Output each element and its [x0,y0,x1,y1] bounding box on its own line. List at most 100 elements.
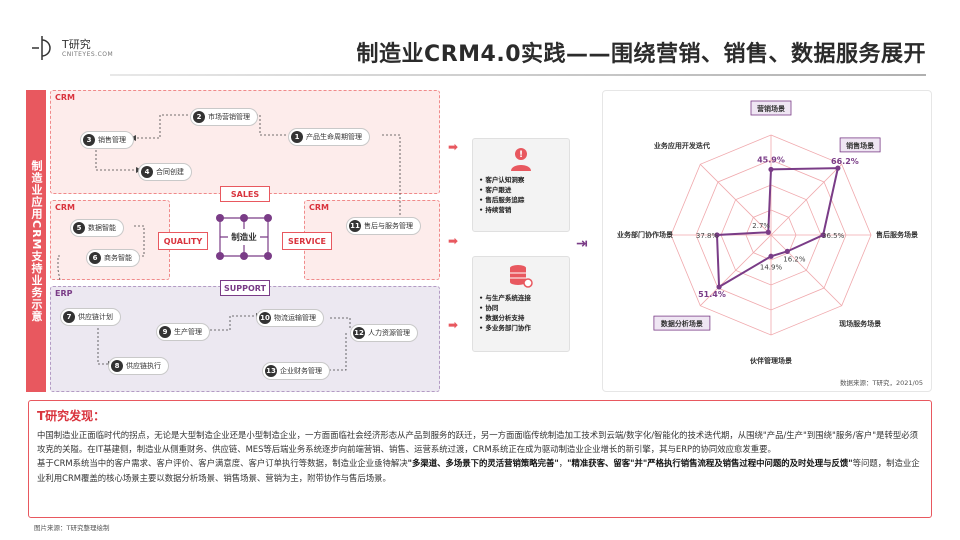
capability-item: 数据分析支持 [479,313,563,323]
node-number: 12 [353,327,365,339]
radar-value-label: 2.7% [752,222,770,230]
arrow-right-icon: ➡ [448,234,459,248]
findings-paragraph-2: 基于CRM系统当中的客户需求、客户评价、客户满意度、客户订单执行等数据，制造业企… [37,456,923,484]
radar-axis-line [700,164,772,236]
findings-box: T研究发现： 中国制造业正面临时代的拐点，无论是大型制造企业还是小型制造企业，一… [28,400,932,518]
capability-item: 协同 [479,303,563,313]
user-alert-icon: ! [511,148,531,171]
diagram-side-label: 制造业应用CRM支持业务示意 [26,90,46,392]
hub-network-icon [216,214,272,260]
hub-quality-tag: QUALITY [158,232,208,250]
brand-mark-icon [30,36,54,60]
panel-label: CRM [55,93,75,102]
radar-point [768,253,774,259]
radar-axis-label: 伙伴管理场景 [750,356,792,365]
node-business-intelligence: 6 商务智能 [86,249,140,267]
node-sales: 3 销售管理 [80,131,134,149]
radar-axis-label: 售后服务场景 [876,230,918,239]
radar-axis-label: 销售场景 [845,141,874,150]
radar-value-label: 45.9% [757,155,785,164]
node-label: 供应链执行 [126,362,161,370]
capability-item: 与生产系统连接 [479,293,563,303]
findings-text: 等问题，制造业企业利用CRM覆盖的核心场景主要以数据分析场景、销售场景、营销为主… [37,458,920,483]
brand-logo: T研究 CNITEYES.COM [30,36,113,60]
radar-axis-label: 业务应用开发迭代 [654,141,710,150]
findings-paragraph-1: 中国制造业正面临时代的拐点，无论是大型制造企业还是小型制造企业，一方面面临社会经… [37,430,918,455]
node-number: 1 [291,131,303,143]
radar-value-label: 51.4% [698,290,726,299]
hub-center-label: 制造业 [231,233,257,243]
findings-title: T研究发现： [37,409,106,423]
radar-point [714,232,720,238]
title-divider [110,74,926,76]
node-number: 9 [159,326,171,338]
findings-emphasis: "多渠道、多场景下的灵活营销策略完善" [407,458,559,469]
radar-axis-line [700,234,772,306]
findings-text: 基于CRM系统当中的客户需求、客户评价、客户满意度、客户订单执行等数据，制造业企… [37,458,408,469]
brand-name: T研究 [62,37,91,51]
node-number: 7 [63,311,75,323]
node-production: 9 生产管理 [156,323,210,341]
radar-value-label: 16.2% [783,255,806,263]
capability-item: 售后服务追踪 [479,195,563,205]
node-logistics: 10 物流运输管理 [256,309,324,327]
node-number: 6 [89,252,101,264]
radar-axis-label: 营销场景 [757,104,785,113]
hub-support-tag: SUPPORT [220,280,270,296]
node-number: 3 [83,134,95,146]
node-label: 市场营销管理 [208,113,250,121]
database-icon [510,265,533,288]
radar-axis-line [770,234,842,306]
node-supply-plan: 7 供应链计划 [60,308,121,326]
arrow-right-icon: ➡ [448,140,459,154]
arrow-right-icon: ➡ [448,318,459,332]
node-contract: 4 合同创建 [138,163,192,181]
node-number: 5 [73,222,85,234]
node-label: 人力资源管理 [368,329,410,337]
crm-capability-box: ! 客户认知洞察 客户跟进 售后服务追踪 持续营销 [472,138,570,232]
radar-point [820,232,826,238]
crm-panel-left: CRM [50,200,170,280]
node-label: 企业财务管理 [280,367,322,375]
node-label: 售后与服务管理 [364,222,413,230]
hub-service-tag: SERVICE [282,232,332,250]
node-number: 10 [259,312,271,324]
radar-point [765,229,771,235]
radar-point [784,248,790,254]
radar-chart-panel: 45.9% 营销场景 66.2% 销售场景 36.5% 售后服务场景 16.2% 现场服务场景… [602,90,932,392]
findings-emphasis: "精准获客、留客"并"严格执行销售流程及销售过程中问题的及时处理与反馈" [567,458,853,469]
image-source: 图片来源：T研究整理绘制 [34,524,110,532]
radar-axis-line [770,164,842,236]
capability-item: 持续营销 [479,205,563,215]
split-arrow-icon: ⇥ [576,236,588,252]
node-number: 11 [349,220,361,232]
radar-value-label: 66.2% [831,157,859,166]
findings-text: ， [558,458,568,469]
node-hr: 12 人力资源管理 [350,324,418,342]
radar-axis-label: 现场服务场景 [839,319,881,328]
radar-axis-tag [750,100,792,116]
node-label: 数据智能 [88,224,116,232]
svg-text:!: ! [519,150,523,160]
node-data-intelligence: 5 数据智能 [70,219,124,237]
hub-sales-tag: SALES [220,186,270,202]
hub-center-network: 制造业 [212,210,276,264]
data-source: 数据来源：T研究，2021/05 [840,379,923,387]
radar-point [768,166,774,173]
radar-axis-label: 数据分析场景 [661,319,703,328]
capability-item: 客户认知洞察 [479,175,563,185]
panel-label: CRM [309,203,329,212]
brand-domain: CNITEYES.COM [62,50,114,58]
node-after-sales: 11 售后与服务管理 [346,217,421,235]
radar-value-label: 36.5% [822,232,845,240]
panel-label: CRM [55,203,75,212]
node-label: 产品生命周期管理 [306,133,362,141]
node-plm: 1 产品生命周期管理 [288,128,370,146]
node-label: 物流运输管理 [274,314,316,322]
radar-value-label: 14.9% [760,263,783,271]
radar-chart: 45.9% 营销场景 66.2% 销售场景 36.5% 售后服务场景 16.2% 现场服务场景… [617,100,918,365]
node-finance: 13 企业财务管理 [262,362,330,380]
capability-item: 多业务部门协作 [479,323,563,333]
node-supply-exec: 8 供应链执行 [108,357,169,375]
